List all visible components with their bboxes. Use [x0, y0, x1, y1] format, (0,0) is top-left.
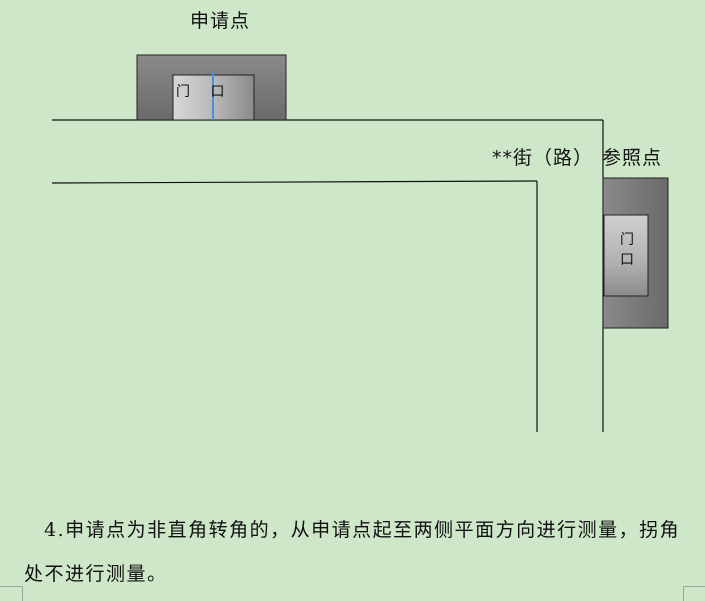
page-corner-mark-right: [683, 586, 705, 601]
reference-door-label: 门口: [620, 232, 634, 268]
page-corner-mark-left: [0, 586, 23, 601]
note-paragraph: 4.申请点为非直角转角的，从申请点起至两侧平面方向进行测量，拐角处不进行测量。: [24, 519, 681, 585]
road-inner-top-edge: [51, 180, 538, 184]
apply-point-label: 申请点: [190, 10, 251, 32]
reference-door: [603, 214, 649, 297]
reference-point-label: 参照点: [602, 147, 663, 169]
street-label: **街（路）: [492, 147, 594, 169]
apply-door-label: 门 口: [176, 84, 233, 100]
